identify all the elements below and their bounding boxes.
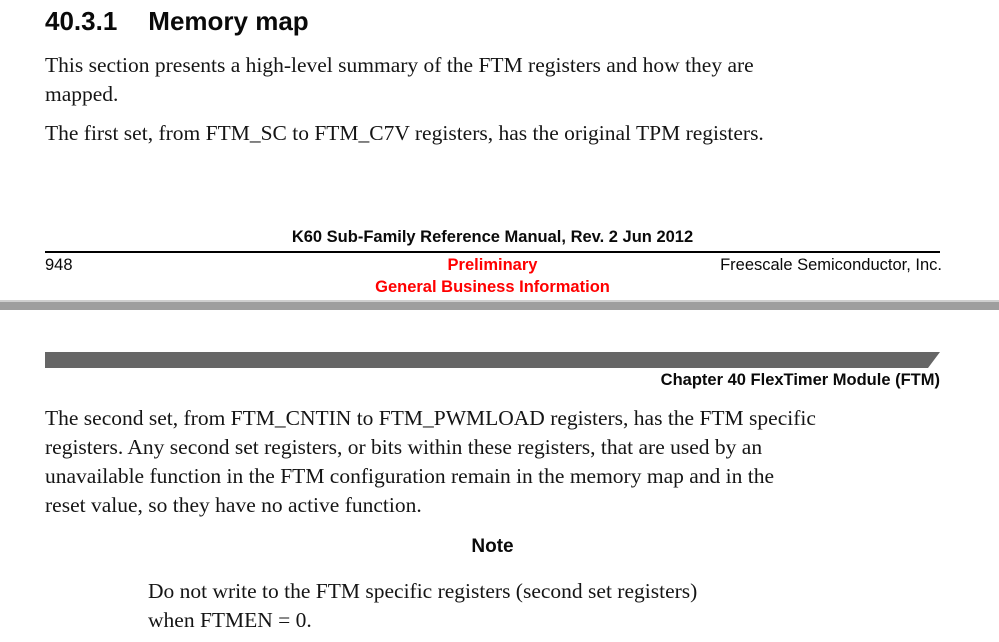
footer-manual-title: K60 Sub-Family Reference Manual, Rev. 2 … xyxy=(291,228,694,246)
footer-page-number: 948 xyxy=(45,256,73,274)
note-line: Do not write to the FTM specific registe… xyxy=(148,579,698,603)
paragraph-line: The second set, from FTM_CNTIN to FTM_PW… xyxy=(45,406,816,430)
paragraph-line: reset value, so they have no active func… xyxy=(45,493,422,517)
note-heading: Note xyxy=(471,536,514,557)
section-number: 40.3.1 xyxy=(45,6,118,36)
footer-rule xyxy=(45,251,940,253)
paragraph-line: The first set, from FTM_SC to FTM_C7V re… xyxy=(45,121,764,145)
paragraph-line: registers. Any second set registers, or … xyxy=(45,435,763,459)
paragraph-line: This section presents a high-level summa… xyxy=(45,53,754,77)
footer-classification-label: General Business Information xyxy=(375,278,610,296)
footer-company-name: Freescale Semiconductor, Inc. xyxy=(720,256,942,274)
paragraph-intro: This section presents a high-level summa… xyxy=(45,51,754,109)
note-text: Do not write to the FTM specific registe… xyxy=(148,577,697,635)
note-line: when FTMEN = 0. xyxy=(148,608,312,632)
footer-preliminary-label: Preliminary xyxy=(447,256,538,274)
section-title: Memory map xyxy=(148,6,309,36)
chapter-header-bar xyxy=(45,352,940,368)
paragraph-line: unavailable function in the FTM configur… xyxy=(45,464,775,488)
section-heading: 40.3.1 Memory map xyxy=(45,6,309,37)
chapter-title: Chapter 40 FlexTimer Module (FTM) xyxy=(660,371,940,389)
paragraph-second-set: The second set, from FTM_CNTIN to FTM_PW… xyxy=(45,404,816,520)
paragraph-line: mapped. xyxy=(45,82,119,106)
paragraph-first-set: The first set, from FTM_SC to FTM_C7V re… xyxy=(45,119,764,148)
page-separator-bar xyxy=(0,300,999,310)
